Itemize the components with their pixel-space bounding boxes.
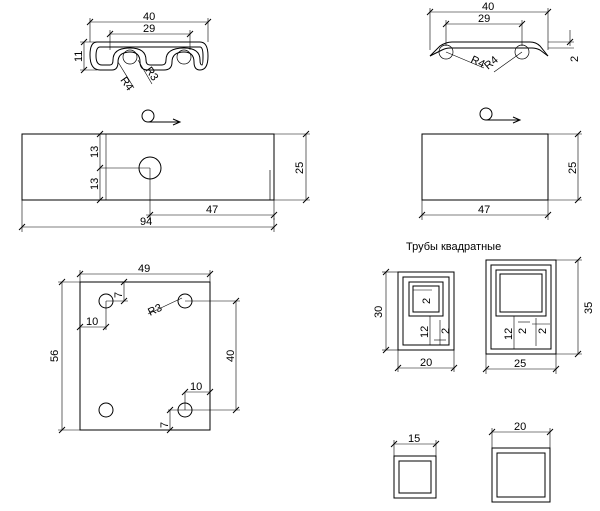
dim-inner-w2: 2	[537, 328, 549, 334]
dim-height: 11	[73, 51, 85, 62]
radius-left: R4	[469, 54, 487, 71]
plate-outline	[421, 133, 549, 201]
dim-length: 47	[478, 204, 490, 216]
dim-lower: 13	[89, 178, 101, 190]
plate-outline	[79, 281, 211, 431]
dim-upper: 13	[89, 146, 101, 158]
radius-inner: R3	[143, 65, 161, 83]
profile-outline	[89, 41, 209, 71]
profile-inner	[429, 47, 549, 57]
dim-width: 49	[138, 263, 150, 275]
dim-height: 25	[567, 162, 579, 174]
radius-outer: R4	[118, 75, 136, 93]
dim-hole-spacing: 40	[225, 350, 237, 362]
profile-circle-left	[122, 49, 138, 65]
dim-height: 30	[373, 306, 385, 318]
radius-hole: R3	[146, 302, 164, 319]
dim-inner: 29	[143, 23, 155, 35]
profile-top-left: 40 29 11 R4 R3	[73, 11, 212, 93]
dim-wall: 2	[517, 328, 529, 334]
tube-b: 35 25 12 2 2	[482, 256, 595, 374]
dim-height: 56	[49, 350, 61, 362]
plate-outline	[21, 133, 275, 201]
tube-a: 30 20 2 12 2	[373, 268, 458, 372]
dim-height: 25	[294, 162, 306, 174]
dim-inner-w: 2	[440, 328, 452, 334]
dim-width: 15	[408, 433, 420, 445]
radius-right: R4	[482, 54, 500, 72]
tube-d: 20	[488, 421, 554, 503]
plate-square: 49 56 7 10 R3 40 10 7	[49, 263, 240, 434]
dim-hole-offset-x: 10	[86, 316, 98, 328]
dim-width: 40	[482, 1, 494, 13]
dim-height: 35	[583, 302, 595, 314]
profile-outline	[429, 41, 549, 57]
dim-hole-offset-y2: 7	[159, 422, 171, 428]
dim-hole-offset-y: 7	[113, 292, 125, 298]
profile-circle-right	[176, 49, 192, 65]
tubes-title: Трубы квадратные	[406, 241, 501, 253]
dim-width: 20	[514, 421, 526, 433]
plate-hole-3	[98, 402, 114, 418]
dim-width: 25	[514, 358, 526, 370]
direction-arrow-right	[479, 107, 522, 124]
dim-wall: 2	[421, 298, 433, 304]
profile-inner	[95, 46, 204, 66]
dim-hole: 47	[206, 204, 218, 216]
dim-inner-h: 12	[419, 326, 431, 338]
dim-length: 94	[140, 216, 152, 228]
dim-hole-offset-x2: 10	[190, 381, 202, 393]
dim-width: 40	[143, 11, 155, 23]
plate-long: 13 13 25 47 94	[18, 130, 310, 232]
dim-inner: 29	[478, 13, 490, 25]
direction-arrow-left	[141, 109, 182, 126]
profile-top-right: 40 29 R4 R4 2	[426, 1, 581, 72]
dim-thickness: 2	[569, 56, 581, 62]
dim-inner-h: 12	[503, 328, 515, 340]
plate-short: 25 47	[418, 130, 582, 220]
tube-c: 15	[390, 433, 440, 499]
dim-width: 20	[420, 357, 432, 369]
